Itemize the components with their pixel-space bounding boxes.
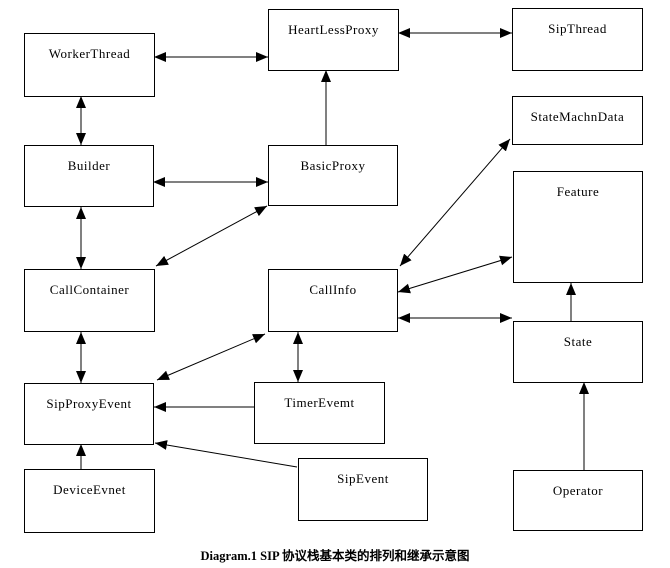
node-sipthread: SipThread (512, 8, 643, 71)
edge-sipevent-sipproxyevent (154, 440, 298, 468)
node-workerthread: WorkerThread (24, 33, 155, 97)
edge-callinfo-statemachndata (399, 138, 511, 267)
node-label: SipThread (548, 21, 607, 36)
node-statemachndata: StateMachnData (512, 96, 643, 145)
node-heartlessproxy: HeartLessProxy (268, 9, 399, 71)
node-sipproxyevent: SipProxyEvent (24, 383, 154, 445)
diagram-caption: Diagram.1 SIP 协议栈基本类的排列和继承示意图 (200, 549, 470, 563)
edge-basicproxy-callcontainer (155, 205, 268, 267)
node-label: DeviceEvnet (53, 482, 126, 497)
node-label: BasicProxy (300, 158, 366, 173)
node-label: State (563, 334, 593, 349)
node-label: Feature (556, 184, 600, 199)
node-state: State (513, 321, 643, 383)
node-label: SipEvent (337, 471, 389, 486)
edge-callinfo-sipproxyevent (156, 333, 266, 381)
node-builder: Builder (24, 145, 154, 207)
node-label: HeartLessProxy (288, 22, 379, 37)
node-label: TimerEvemt (284, 395, 355, 410)
node-operator: Operator (513, 470, 643, 531)
node-deviceevnet: DeviceEvnet (24, 469, 155, 533)
node-label: SipProxyEvent (46, 396, 132, 411)
node-label: Operator (552, 483, 604, 498)
node-label: WorkerThread (48, 46, 131, 61)
node-sipevent: SipEvent (298, 458, 428, 521)
node-label: CallInfo (309, 282, 357, 297)
node-label: Builder (67, 158, 111, 173)
node-basicproxy: BasicProxy (268, 145, 398, 206)
edge-callinfo-feature (397, 255, 513, 294)
node-label: CallContainer (49, 282, 130, 297)
node-label: StateMachnData (530, 109, 625, 124)
node-callinfo: CallInfo (268, 269, 398, 332)
node-callcontainer: CallContainer (24, 269, 155, 332)
node-timerevemt: TimerEvemt (254, 382, 385, 444)
node-feature: Feature (513, 171, 643, 283)
